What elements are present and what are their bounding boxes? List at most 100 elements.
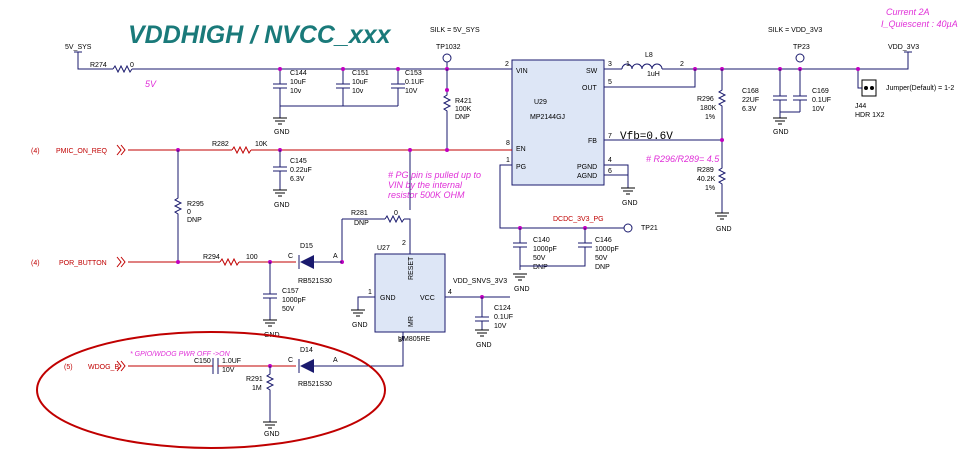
svg-text:EN: EN bbox=[516, 146, 526, 153]
svg-text:10v: 10v bbox=[352, 88, 364, 95]
svg-text:10V: 10V bbox=[812, 106, 825, 113]
page-title: VDDHIGH / NVCC_xxx bbox=[128, 21, 392, 49]
svg-text:VIN: VIN bbox=[516, 68, 528, 75]
input-arrow-3 bbox=[116, 360, 126, 372]
svg-text:GND: GND bbox=[352, 322, 368, 329]
input-pmic-on-req: PMIC_ON_REQ bbox=[56, 148, 108, 155]
svg-text:10K: 10K bbox=[255, 141, 268, 148]
svg-text:C153: C153 bbox=[405, 70, 422, 77]
svg-text:1%: 1% bbox=[705, 185, 715, 192]
silk-left: SILK = 5V_SYS bbox=[430, 27, 480, 34]
svg-text:C144: C144 bbox=[290, 70, 307, 77]
svg-text:DNP: DNP bbox=[533, 264, 548, 271]
note-pg-2: VIN by the internal bbox=[388, 180, 463, 190]
svg-text:1uH: 1uH bbox=[647, 71, 660, 78]
svg-text:C140: C140 bbox=[533, 237, 550, 244]
cap-c124: C124 0.1UF 10V bbox=[475, 297, 513, 330]
svg-text:5: 5 bbox=[608, 79, 612, 86]
u27-chip bbox=[374, 253, 446, 333]
jumper-j44[interactable]: J44 HDR 1X2 bbox=[855, 69, 885, 119]
res-r421: R421 100K DNP bbox=[442, 69, 472, 148]
svg-text:C: C bbox=[288, 357, 293, 364]
svg-text:0: 0 bbox=[187, 209, 191, 216]
svg-text:1M: 1M bbox=[252, 385, 262, 392]
svg-text:HDR 1X2: HDR 1X2 bbox=[855, 112, 885, 119]
svg-text:10V: 10V bbox=[405, 88, 418, 95]
r274-val: 0 bbox=[130, 62, 134, 69]
svg-text:C151: C151 bbox=[352, 70, 369, 77]
net-5v: 5V bbox=[145, 79, 157, 89]
svg-text:1000pF: 1000pF bbox=[533, 246, 557, 253]
silk-right: SILK = VDD_3V3 bbox=[768, 27, 822, 34]
svg-text:10uF: 10uF bbox=[352, 79, 368, 86]
svg-text:GND: GND bbox=[274, 129, 290, 136]
u27-name: U27 bbox=[377, 245, 390, 252]
svg-text:R296: R296 bbox=[697, 96, 714, 103]
svg-text:10uF: 10uF bbox=[290, 79, 306, 86]
svg-text:DNP: DNP bbox=[455, 114, 470, 121]
svg-text:A: A bbox=[333, 253, 338, 260]
svg-text:GND: GND bbox=[274, 202, 290, 209]
net-vdd-snvs: VDD_SNVS_3V3 bbox=[453, 278, 507, 285]
note-jumper: Jumper(Default) = 1-2 bbox=[886, 85, 954, 92]
svg-text:R289: R289 bbox=[697, 167, 714, 174]
svg-text:RB521S30: RB521S30 bbox=[298, 381, 332, 388]
svg-text:1000pF: 1000pF bbox=[595, 246, 619, 253]
svg-text:OUT: OUT bbox=[582, 85, 598, 92]
svg-text:0.1UF: 0.1UF bbox=[812, 97, 831, 104]
svg-text:7: 7 bbox=[608, 133, 612, 140]
net-dcdc-pg: DCDC_3V3_PG bbox=[553, 216, 604, 223]
net-5v-sys: 5V_SYS bbox=[65, 44, 92, 51]
u27-part: UM805RE bbox=[398, 336, 431, 343]
res-r294 bbox=[219, 257, 240, 267]
svg-text:D14: D14 bbox=[300, 347, 313, 354]
svg-text:FB: FB bbox=[588, 138, 597, 145]
svg-text:C169: C169 bbox=[812, 88, 829, 95]
svg-text:180K: 180K bbox=[700, 105, 717, 112]
input-wdog-b: WDOG_B bbox=[88, 364, 119, 371]
svg-text:2: 2 bbox=[680, 61, 684, 68]
svg-text:3: 3 bbox=[398, 337, 402, 344]
svg-text:R295: R295 bbox=[187, 201, 204, 208]
res-r289: R289 40.2K 1% bbox=[697, 167, 716, 192]
res-r281 bbox=[384, 214, 405, 224]
input-arrow-2 bbox=[116, 256, 126, 268]
diode-d15: D15 RB521S30 C A bbox=[288, 243, 342, 285]
gpio-note: * GPIO/WDOG PWR OFF ->ON bbox=[130, 351, 231, 358]
res-r295: R295 0 DNP bbox=[173, 150, 204, 262]
svg-text:GND: GND bbox=[380, 295, 396, 302]
svg-text:RESET: RESET bbox=[408, 256, 415, 280]
svg-text:GND: GND bbox=[264, 431, 280, 438]
note-pg-3: resistor 500K OHM bbox=[388, 190, 465, 200]
svg-text:50V: 50V bbox=[595, 255, 608, 262]
svg-text:1: 1 bbox=[506, 157, 510, 164]
svg-text:1.0UF: 1.0UF bbox=[222, 358, 241, 365]
svg-text:3: 3 bbox=[608, 61, 612, 68]
svg-text:VCC: VCC bbox=[420, 295, 435, 302]
svg-text:6.3V: 6.3V bbox=[290, 176, 305, 183]
note-pg-1: # PG pin is pulled up to bbox=[388, 170, 481, 180]
svg-text:1%: 1% bbox=[705, 114, 715, 121]
cap-c153: C153 0.1UF 10V bbox=[391, 69, 424, 106]
svg-text:0: 0 bbox=[394, 210, 398, 217]
input-ref-3: (5) bbox=[64, 364, 73, 371]
svg-text:6: 6 bbox=[608, 168, 612, 175]
cap-c146: C146 1000pF 50V DNP bbox=[520, 228, 619, 271]
svg-text:D15: D15 bbox=[300, 243, 313, 250]
u29-chip bbox=[511, 59, 605, 186]
r274-resistor bbox=[112, 64, 133, 74]
inductor-l8 bbox=[621, 63, 663, 70]
svg-text:R421: R421 bbox=[455, 98, 472, 105]
svg-text:J44: J44 bbox=[855, 103, 866, 110]
svg-text:TP21: TP21 bbox=[641, 225, 658, 232]
u29-name: U29 bbox=[534, 99, 547, 106]
res-r296: R296 180K 1% bbox=[697, 96, 717, 121]
svg-text:R281: R281 bbox=[351, 210, 368, 217]
cap-c151: C151 10uF 10v bbox=[336, 69, 369, 106]
svg-text:GND: GND bbox=[716, 226, 732, 233]
svg-text:GND: GND bbox=[476, 342, 492, 349]
tp1032-label: TP1032 bbox=[436, 44, 461, 51]
svg-text:TP23: TP23 bbox=[793, 44, 810, 51]
net-vdd3v3: VDD_3V3 bbox=[888, 44, 919, 51]
svg-text:8: 8 bbox=[506, 140, 510, 147]
